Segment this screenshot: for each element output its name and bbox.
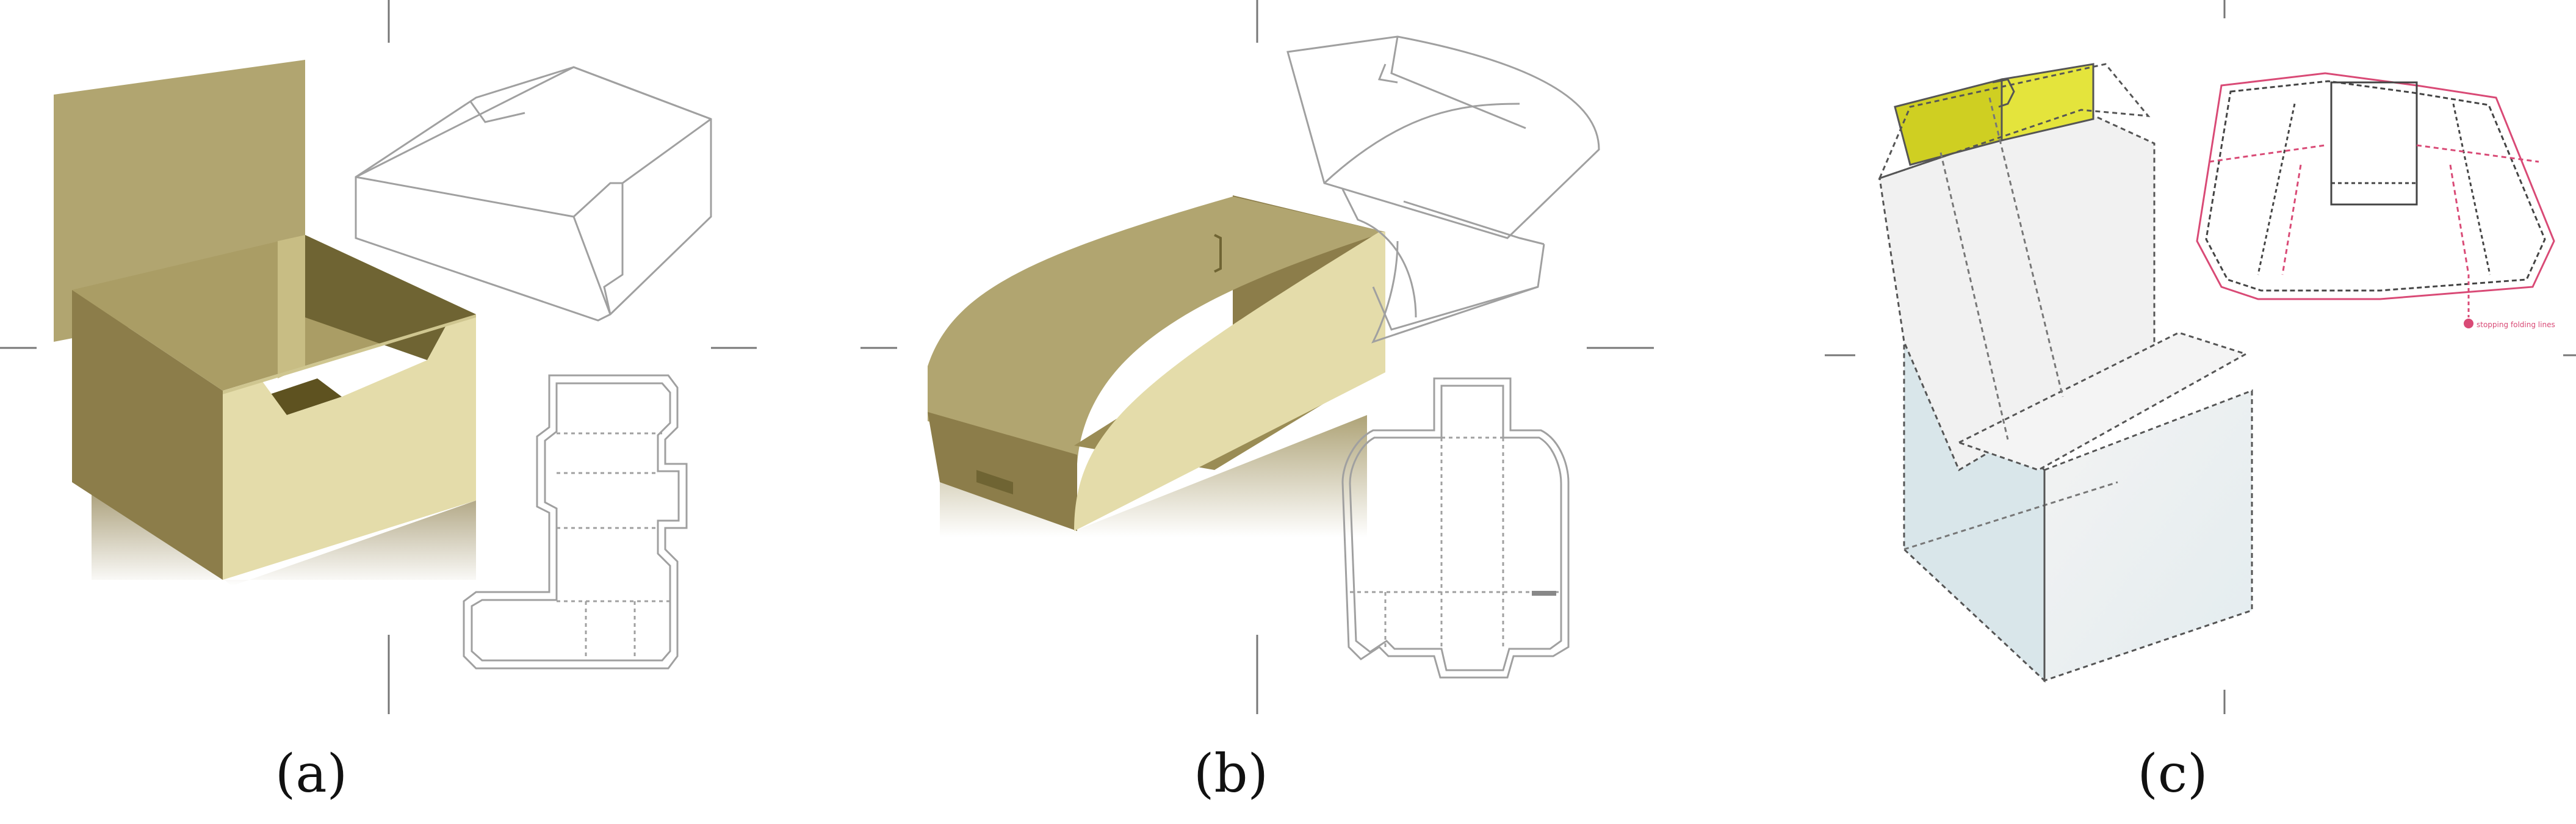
crop-marks [0, 0, 2576, 714]
tray-b-tab [976, 470, 1013, 494]
box-a-left-wall [72, 290, 223, 580]
box-a-front-edge [223, 314, 476, 394]
panel-b-dieline [1341, 377, 1570, 679]
box-a-shadow [92, 476, 476, 586]
panel-c-display-render [1878, 63, 2253, 683]
caption-c: (c) [2137, 743, 2208, 804]
panel-b-tray-render [928, 195, 1385, 537]
panel-b-wireframe [1286, 35, 1600, 344]
display-c-header-yellow-right [2001, 63, 2094, 142]
display-c-top-frame [1878, 63, 2151, 180]
box-a-inner-floor [262, 378, 342, 415]
box-a-front-face [223, 314, 476, 580]
tray-b-front-low [928, 412, 1077, 531]
panel-a-wireframe [355, 66, 712, 322]
tray-b-front-panel [1074, 232, 1385, 531]
panel-c-dieline [2196, 72, 2555, 317]
tray-b-slot [1214, 234, 1222, 273]
panel-a-box-render [54, 60, 476, 586]
caption-a: (a) [275, 743, 348, 804]
display-c-shelf [1957, 331, 2248, 471]
stopping-folding-lines-marker [2464, 319, 2473, 328]
tray-b-shadow [940, 415, 1367, 537]
panel-a-dieline [463, 374, 688, 670]
stopping-folding-lines-note: stopping folding lines [2477, 320, 2555, 329]
box-a-inner-side [278, 235, 305, 378]
display-c-header-notch [1992, 78, 2015, 108]
tray-b-curved-side [928, 197, 1385, 464]
caption-b: (b) [1193, 743, 1269, 804]
